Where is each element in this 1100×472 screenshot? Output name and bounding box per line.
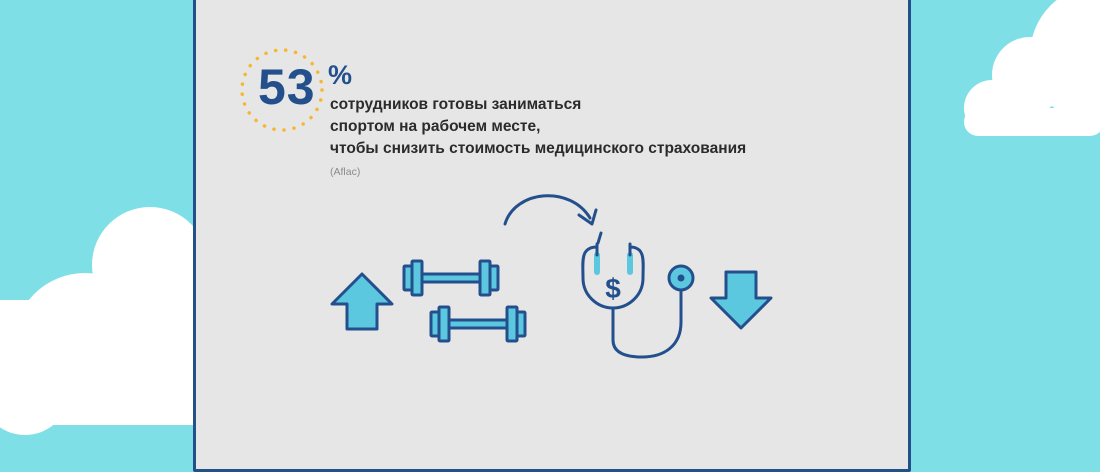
stat-description: сотрудников готовы заниматься спортом на… xyxy=(330,94,746,160)
cloud-right xyxy=(964,0,1100,136)
stat-source: (Aflac) xyxy=(330,166,361,178)
background-clouds xyxy=(0,0,1100,435)
stat-unit: % xyxy=(328,60,353,90)
arrow-down-icon xyxy=(709,270,773,330)
stat-line-3: чтобы снизить стоимость медицинского стр… xyxy=(330,140,747,157)
stethoscope-earpieces xyxy=(594,242,633,275)
illustration: $ xyxy=(330,194,773,359)
dollar-icon: $ xyxy=(605,273,621,304)
cloud-left xyxy=(0,207,208,435)
svg-text:$: $ xyxy=(605,273,621,304)
stat-line-1: сотрудников готовы заниматься xyxy=(330,96,582,113)
stethoscope-icon xyxy=(581,231,695,359)
arrow-up-icon xyxy=(330,272,394,331)
stat-ring xyxy=(240,48,324,132)
stat-line-2: спортом на рабочем месте, xyxy=(330,118,541,135)
dumbbell-icon xyxy=(429,305,527,343)
dumbbell-icon xyxy=(402,259,500,297)
curved-arrow-icon xyxy=(503,194,598,226)
stat-value: 53 xyxy=(258,59,316,115)
